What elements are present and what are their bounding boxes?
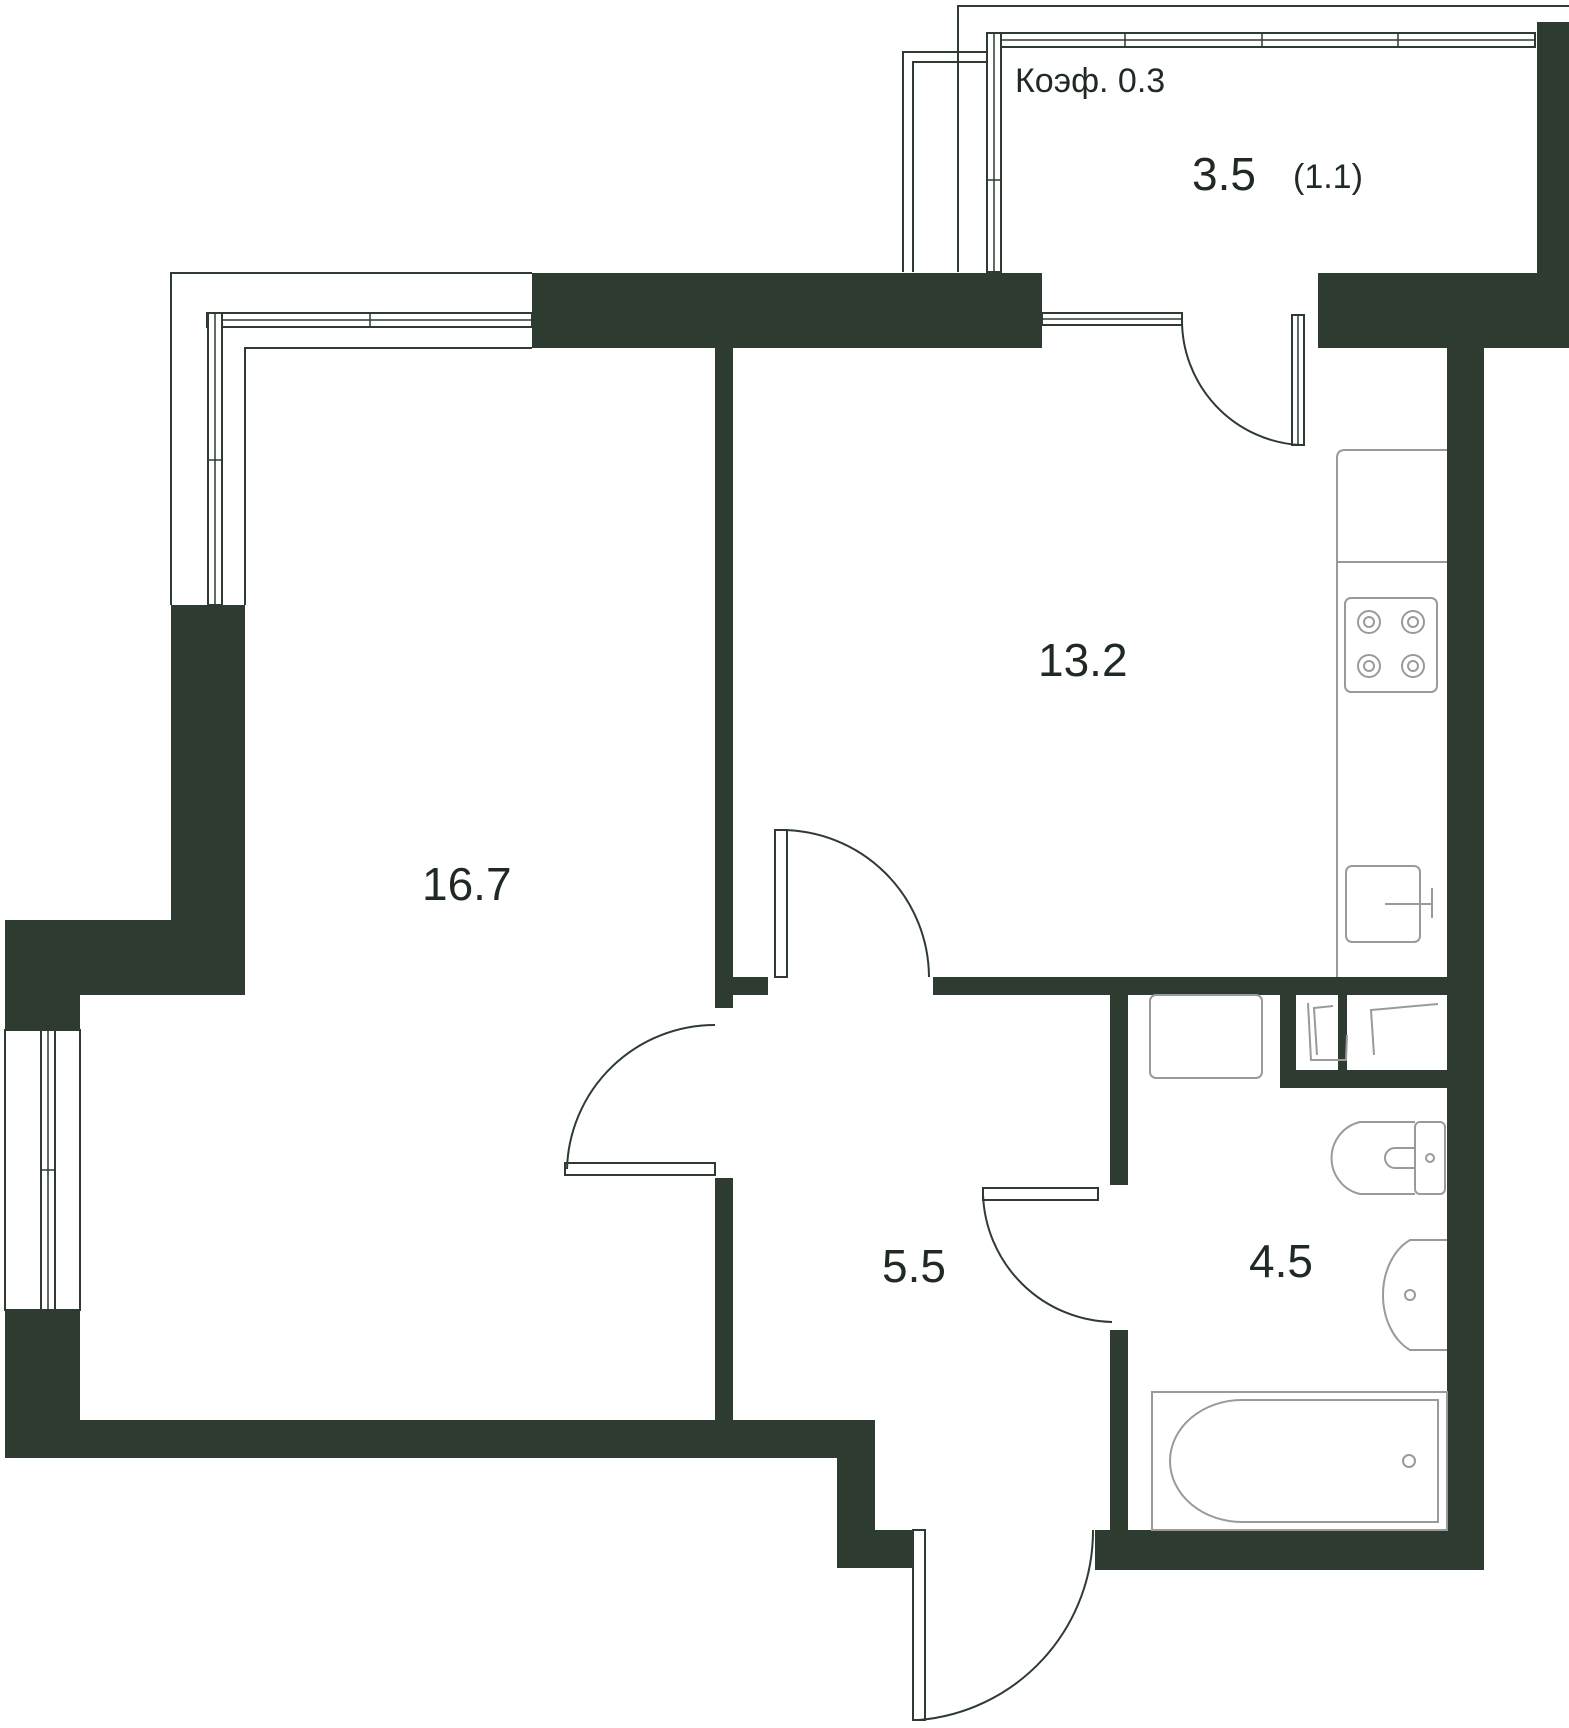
living-room-windows [170, 272, 533, 606]
balcony-reduced-area: (1.1) [1293, 158, 1363, 196]
balcony-door [1041, 312, 1305, 446]
kitchen-area: 13.2 [1038, 634, 1128, 686]
balcony-coefficient: Коэф. 0.3 [1015, 62, 1165, 100]
stove-icon [1344, 597, 1438, 693]
bathroom-area: 4.5 [1249, 1235, 1313, 1287]
walls [5, 273, 1569, 1570]
left-window [4, 1029, 81, 1311]
washing-machine-icon [1149, 994, 1263, 1079]
balcony [902, 5, 1569, 277]
hallway-area: 5.5 [882, 1240, 946, 1292]
doors [564, 829, 1113, 1721]
kitchen-counter [1336, 449, 1447, 977]
bathtub-icon [1151, 1391, 1448, 1531]
toilet-icon [1330, 1121, 1415, 1195]
bathroom-fixtures [1149, 994, 1448, 1531]
washbasin-icon [1381, 1239, 1447, 1351]
living-room-area: 16.7 [422, 858, 512, 910]
balcony-area: 3.5 [1192, 148, 1256, 200]
